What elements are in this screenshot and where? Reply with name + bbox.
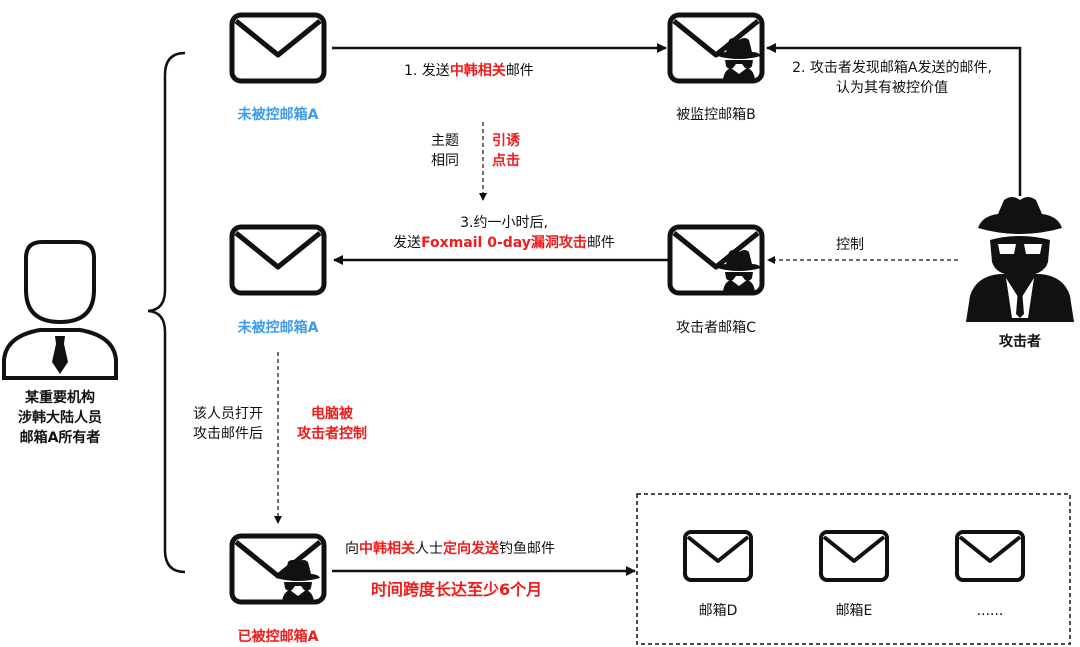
step3-line2-suffix: 邮件 <box>586 235 615 251</box>
step3-line2-prefix: 发送 <box>393 235 422 251</box>
subject-same-label: 主题 相同 <box>423 131 467 171</box>
step1-prefix: 1. 发送 <box>404 63 450 79</box>
step3-line2-highlight: Foxmail 0-day漏洞攻击 <box>421 235 587 251</box>
mailbox-e-label: 邮箱E <box>835 603 873 619</box>
step3-label: 3.约一小时后, 发送Foxmail 0-day漏洞攻击邮件 <box>370 213 638 253</box>
phish-hl1: 中韩相关 <box>359 541 415 557</box>
mailbox-d-label: 邮箱D <box>698 603 738 619</box>
group-bracket <box>147 51 186 574</box>
owner-label-line3: 邮箱A所有者 <box>19 430 101 446</box>
mailbox-a-mid-label: 未被控邮箱A <box>237 320 319 336</box>
mailbox-e-icon <box>819 530 889 582</box>
mailbox-more-icon <box>955 530 1025 582</box>
phish-hl2: 定向发送 <box>443 541 499 557</box>
mailbox-more-label: ...... <box>976 603 1004 619</box>
mailbox-d-icon <box>683 530 753 582</box>
step3-line1: 3.约一小时后, <box>460 215 548 231</box>
mailbox-b-label: 被监控邮箱B <box>676 107 756 123</box>
attacker-label: 攻击者 <box>999 334 1041 350</box>
mailbox-a-top-label: 未被控邮箱A <box>237 107 319 123</box>
duration-label: 时间跨度长达至少6个月 <box>371 580 543 599</box>
step1-suffix: 邮件 <box>505 63 534 79</box>
step2-label: 2. 攻击者发现邮箱A发送的邮件, 认为其有被控价值 <box>772 58 1012 98</box>
opened-label: 该人员打开 攻击邮件后 <box>186 404 270 444</box>
subject-same-line1: 主题 <box>431 133 459 149</box>
phish-suffix: 钓鱼邮件 <box>499 541 555 557</box>
step2-line1: 2. 攻击者发现邮箱A发送的邮件, <box>792 60 992 76</box>
owner-label-line2: 涉韩大陆人员 <box>18 410 102 426</box>
lure-line1: 引诱 <box>492 133 520 149</box>
control-label: 控制 <box>836 237 864 253</box>
opened-line2: 攻击邮件后 <box>193 426 263 442</box>
compromised-line2: 攻击者控制 <box>297 426 367 442</box>
step1-highlight: 中韩相关 <box>449 63 506 79</box>
mailbox-c-label: 攻击者邮箱C <box>676 320 756 336</box>
mailbox-a-mid-icon <box>232 227 324 293</box>
owner-label: 某重要机构 涉韩大陆人员 邮箱A所有者 <box>0 388 120 448</box>
arrow-step2 <box>766 43 1022 196</box>
subject-same-line2: 相同 <box>431 153 459 169</box>
step1-label: 1. 发送中韩相关邮件 <box>404 61 534 81</box>
lure-label: 引诱 点击 <box>484 131 528 171</box>
phish-prefix: 向 <box>345 541 359 557</box>
phish-label: 向中韩相关人士定向发送钓鱼邮件 <box>345 539 555 559</box>
mailbox-a-bottom-icon <box>232 536 324 602</box>
mailbox-a-bottom-label: 已被控邮箱A <box>237 629 319 645</box>
compromised-line1: 电脑被 <box>311 406 353 422</box>
lure-line2: 点击 <box>492 153 520 169</box>
attacker-spy-icon <box>966 197 1074 322</box>
mailbox-a-top-icon <box>232 15 324 81</box>
targets-box <box>636 493 1071 645</box>
step3-line2: 发送Foxmail 0-day漏洞攻击邮件 <box>370 233 638 253</box>
owner-label-line1: 某重要机构 <box>25 390 95 406</box>
compromised-label: 电脑被 攻击者控制 <box>284 404 380 444</box>
owner-person-icon <box>2 240 118 380</box>
opened-line1: 该人员打开 <box>193 406 263 422</box>
phish-mid: 人士 <box>415 541 443 557</box>
step2-line2: 认为其有被控价值 <box>836 80 948 96</box>
